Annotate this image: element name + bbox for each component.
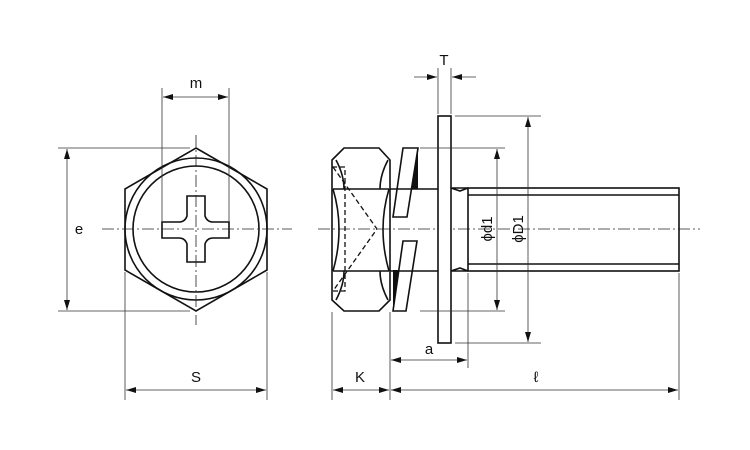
label-T: T: [439, 52, 448, 69]
label-m: m: [190, 75, 203, 92]
spring-washer-top: [392, 147, 419, 218]
hidden-recess: [332, 166, 378, 292]
label-D1: ϕD1: [510, 215, 527, 243]
label-d1: ϕd1: [479, 216, 496, 241]
screw-shank: [467, 187, 680, 272]
label-K: K: [355, 369, 365, 386]
label-l: ℓ: [534, 369, 539, 386]
label-S: S: [191, 369, 201, 386]
phillips-cross-recess: [161, 195, 230, 263]
hex-head-side: [331, 147, 391, 312]
label-a: a: [425, 341, 434, 358]
label-e: e: [75, 221, 83, 238]
flat-washer: [437, 115, 452, 344]
front-view: m e S: [58, 75, 292, 400]
side-view: ϕd1 ϕD1 T K a ℓ: [318, 52, 700, 400]
